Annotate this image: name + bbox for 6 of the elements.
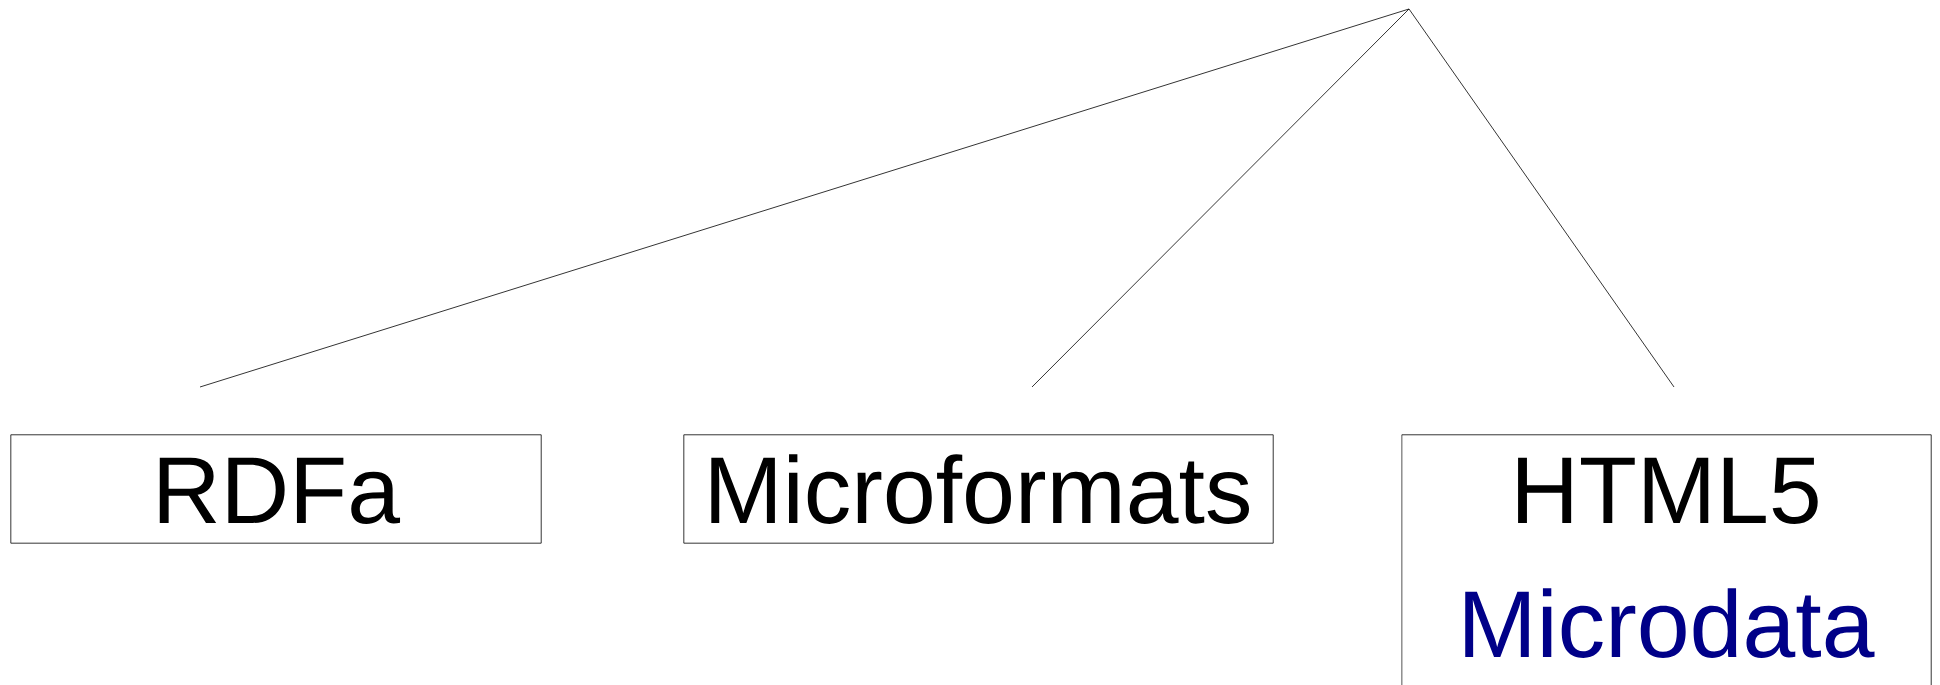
label-box: HTML5 Microdata — [1401, 434, 1932, 685]
connector-line — [1031, 8, 1410, 388]
connector-line — [1408, 8, 1675, 388]
label-box: RDFa — [10, 434, 542, 544]
connector-line — [199, 8, 1410, 388]
label-box: Microformats — [683, 434, 1274, 544]
